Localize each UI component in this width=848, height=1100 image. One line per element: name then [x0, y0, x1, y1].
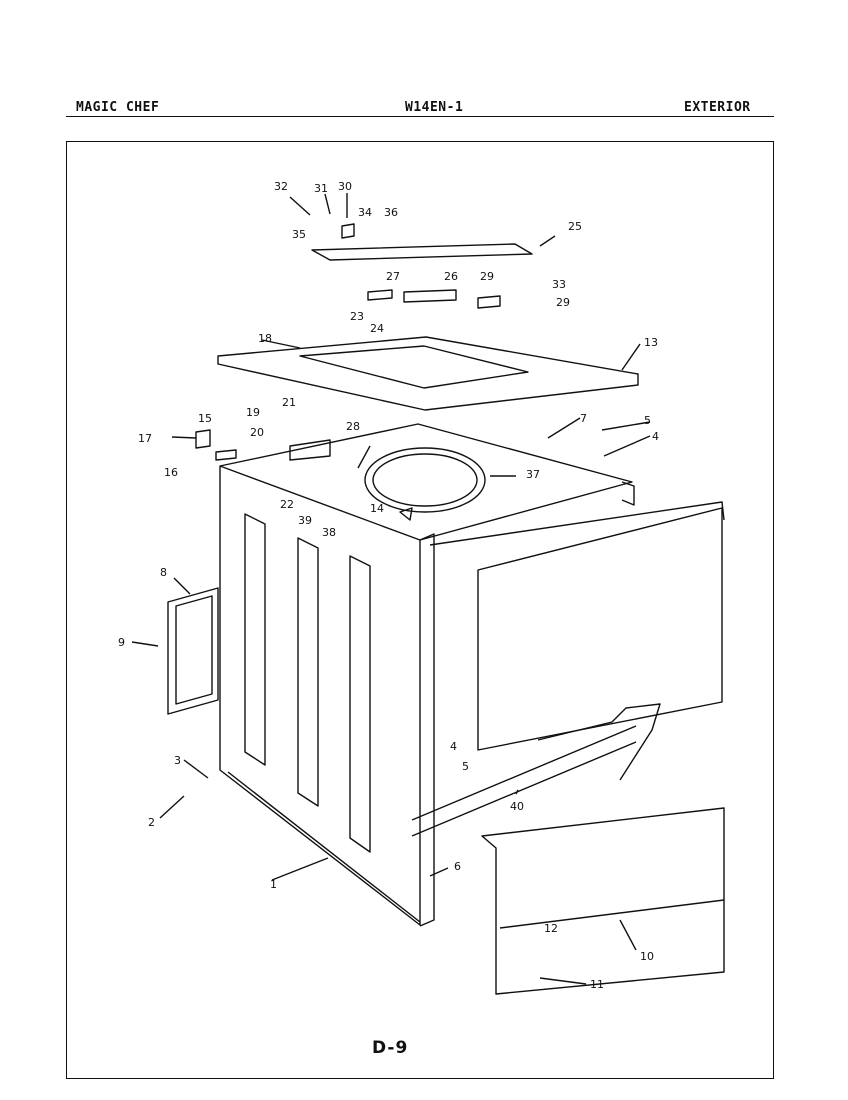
- callout-38: 38: [322, 526, 336, 539]
- lid-25: [311, 243, 533, 261]
- callout-9: 9: [118, 636, 125, 649]
- callout-25: 25: [568, 220, 582, 233]
- callout-33: 33: [552, 278, 566, 291]
- callout-2: 2: [148, 816, 155, 829]
- rail-40: [411, 725, 637, 821]
- callout-4b: 4: [450, 740, 457, 753]
- callout-29b: 29: [556, 296, 570, 309]
- header-brand: MAGIC CHEF: [76, 100, 160, 115]
- callout-15: 15: [198, 412, 212, 425]
- top-cover-13: [217, 336, 639, 411]
- callout-3: 3: [174, 754, 181, 767]
- callout-39: 39: [298, 514, 312, 527]
- callout-17: 17: [138, 432, 152, 445]
- callout-34: 34: [358, 206, 372, 219]
- callout-4a: 4: [652, 430, 659, 443]
- diagram-frame: [66, 141, 774, 1079]
- callout-5b: 5: [462, 760, 469, 773]
- callout-28: 28: [346, 420, 360, 433]
- header-rule: [66, 116, 774, 117]
- callout-11: 11: [590, 978, 604, 991]
- callout-24: 24: [370, 322, 384, 335]
- callout-10: 10: [640, 950, 654, 963]
- front-panel-10: [481, 807, 725, 995]
- callout-40: 40: [510, 800, 524, 813]
- tub-ring-37: [364, 447, 486, 513]
- callout-37: 37: [526, 468, 540, 481]
- header-model: W14EN-1: [405, 100, 464, 115]
- callout-29a: 29: [480, 270, 494, 283]
- callout-21: 21: [282, 396, 296, 409]
- callout-14: 14: [370, 502, 384, 515]
- callout-8: 8: [160, 566, 167, 579]
- callout-27: 27: [386, 270, 400, 283]
- callout-18: 18: [258, 332, 272, 345]
- callout-19: 19: [246, 406, 260, 419]
- callout-22: 22: [280, 498, 294, 511]
- callout-26: 26: [444, 270, 458, 283]
- callout-32: 32: [274, 180, 288, 193]
- access-panel-8: [167, 587, 219, 715]
- callout-12: 12: [544, 922, 558, 935]
- header-section: EXTERIOR: [684, 100, 751, 115]
- callout-1: 1: [270, 878, 277, 891]
- callout-20: 20: [250, 426, 264, 439]
- callout-31: 31: [314, 182, 328, 195]
- callout-5a: 5: [644, 414, 651, 427]
- side-panel-1: [219, 466, 421, 926]
- callout-35: 35: [292, 228, 306, 241]
- callout-30: 30: [338, 180, 352, 193]
- callout-16: 16: [164, 466, 178, 479]
- page-code: D-9: [372, 1038, 409, 1058]
- callout-7: 7: [580, 412, 587, 425]
- callout-23: 23: [350, 310, 364, 323]
- callout-6: 6: [454, 860, 461, 873]
- callout-36: 36: [384, 206, 398, 219]
- callout-13: 13: [644, 336, 658, 349]
